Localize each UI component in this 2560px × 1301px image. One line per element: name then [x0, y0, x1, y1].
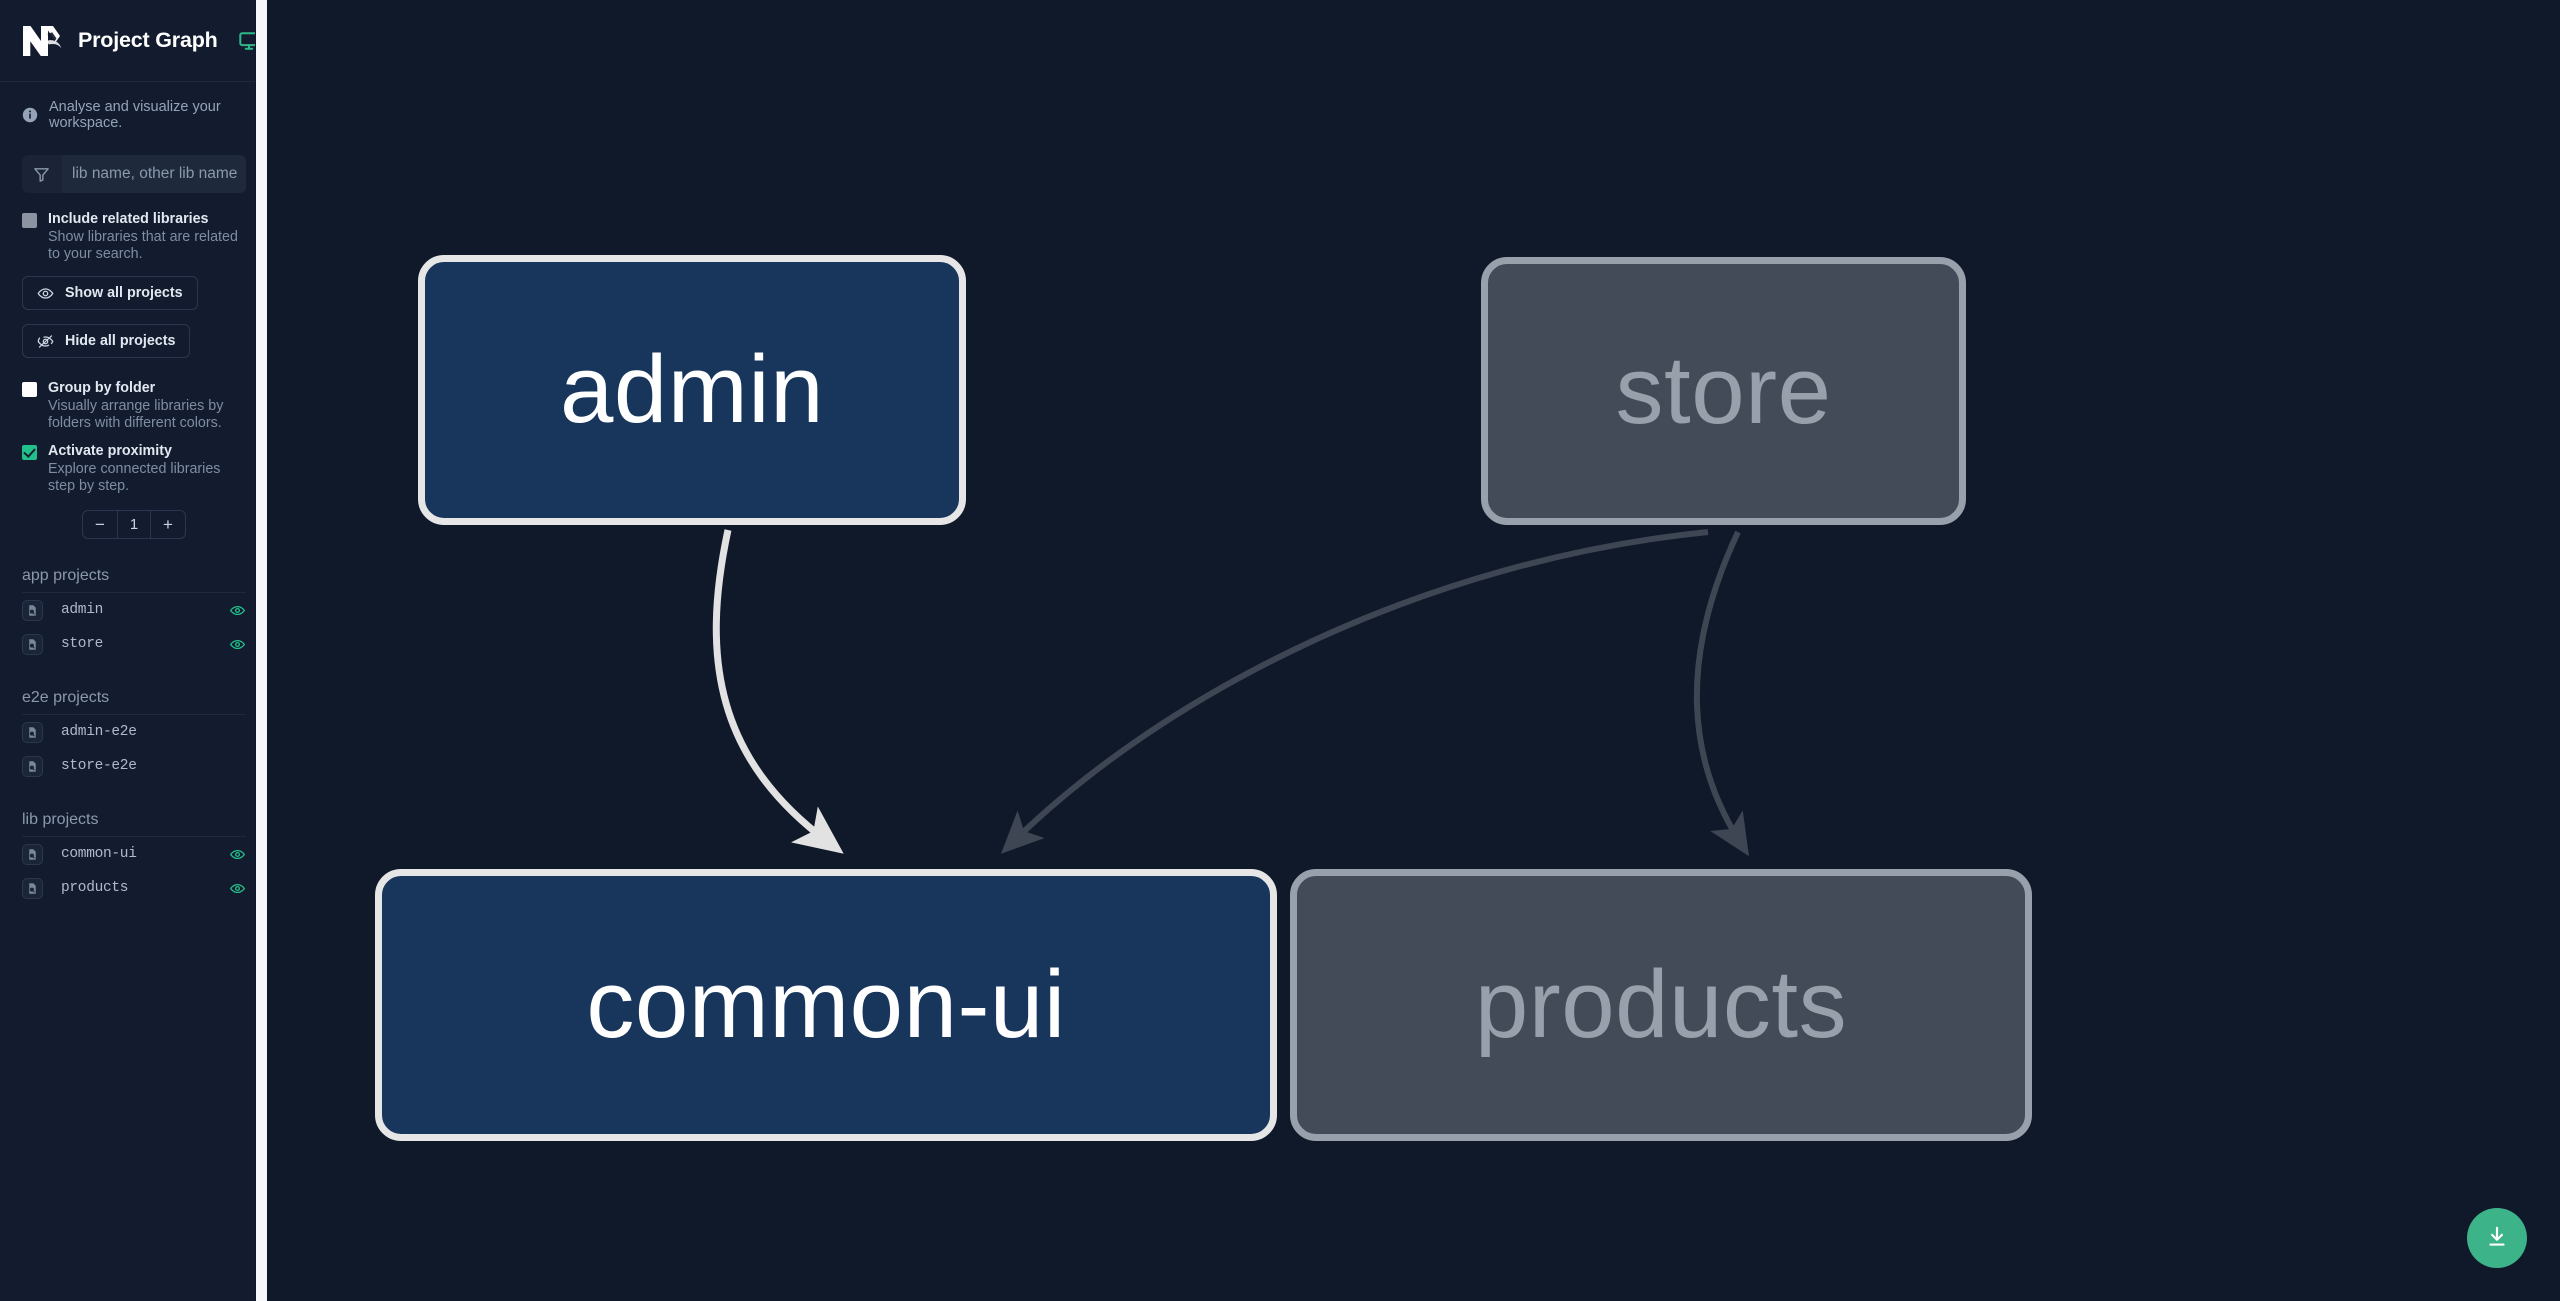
group-app-projects: app projects admin — [0, 567, 268, 661]
project-file-icon — [22, 721, 43, 743]
search-bar[interactable] — [22, 155, 246, 193]
project-row-store-e2e[interactable]: store-e2e — [0, 749, 268, 783]
eye-icon — [37, 285, 54, 302]
project-file-icon — [22, 843, 43, 865]
proximity-increment-button[interactable]: + — [151, 511, 185, 538]
project-row-common-ui[interactable]: common-ui — [0, 837, 268, 871]
download-icon — [2484, 1224, 2510, 1253]
edge-store-to-products — [1693, 530, 1749, 857]
filter-funnel-icon — [33, 166, 50, 183]
page-title: Project Graph — [78, 28, 218, 52]
project-name: common-ui — [61, 846, 137, 862]
divider — [22, 714, 246, 715]
eye-off-icon — [37, 333, 54, 350]
group-by-folder-checkbox[interactable] — [22, 382, 37, 397]
project-file-icon — [22, 633, 43, 655]
include-related-libraries-checkbox[interactable] — [22, 213, 37, 228]
sidebar: Project Graph Analyse and visualize your… — [0, 0, 268, 1301]
proximity-stepper: − 1 + — [22, 510, 246, 539]
edge-admin-to-common-ui — [712, 529, 844, 854]
eye-icon[interactable] — [229, 846, 246, 863]
graph-node-label: store — [1615, 337, 1832, 444]
edge-store-to-common-ui — [1001, 529, 1709, 854]
group-by-folder-label: Group by folder — [48, 380, 156, 396]
graph-node-admin[interactable]: admin — [418, 255, 966, 525]
project-row-products[interactable]: products — [0, 871, 268, 905]
sidebar-scrollbar[interactable] — [255, 0, 268, 1301]
graph-node-label: products — [1474, 951, 1848, 1058]
project-file-icon — [22, 599, 43, 621]
group-lib-projects-title: lib projects — [22, 811, 99, 828]
search-input[interactable] — [62, 155, 246, 193]
eye-icon[interactable] — [229, 636, 246, 653]
eye-icon[interactable] — [229, 880, 246, 897]
graph-node-label: admin — [560, 336, 824, 443]
project-file-icon — [22, 755, 43, 777]
proximity-value: 1 — [117, 511, 151, 538]
divider — [22, 836, 246, 837]
hide-all-projects-label: Hide all projects — [65, 333, 176, 349]
divider — [22, 592, 246, 593]
download-graph-button[interactable] — [2467, 1208, 2527, 1268]
group-e2e-projects: e2e projects admin-e2e — [0, 689, 268, 783]
sidebar-scrollbar-thumb[interactable] — [256, 0, 267, 1301]
activate-proximity-description: Explore connected libraries step by step… — [48, 461, 221, 494]
graph-node-common-ui[interactable]: common-ui — [375, 869, 1277, 1141]
activate-proximity-checkbox[interactable] — [22, 445, 37, 460]
group-app-projects-title: app projects — [22, 567, 110, 584]
graph-edges — [712, 529, 1749, 857]
project-row-admin[interactable]: admin — [0, 593, 268, 627]
project-name: store-e2e — [61, 758, 137, 774]
nx-logo-icon — [22, 22, 64, 60]
project-name: admin — [61, 602, 104, 618]
include-related-libraries-label: Include related libraries — [48, 211, 209, 227]
sidebar-tagline: Analyse and visualize your workspace. — [0, 82, 268, 131]
project-row-store[interactable]: store — [0, 627, 268, 661]
project-name: products — [61, 880, 129, 896]
option-group-by-folder[interactable]: Group by folder Visually arrange librari… — [0, 358, 268, 431]
project-name: admin-e2e — [61, 724, 137, 740]
option-activate-proximity[interactable]: Activate proximity Explore connected lib… — [0, 431, 268, 494]
show-all-projects-label: Show all projects — [65, 285, 183, 301]
show-all-projects-button[interactable]: Show all projects — [22, 276, 198, 310]
graph-canvas[interactable]: admin store common-ui products — [268, 0, 2560, 1301]
project-row-admin-e2e[interactable]: admin-e2e — [0, 715, 268, 749]
hide-all-projects-button[interactable]: Hide all projects — [22, 324, 191, 358]
graph-node-products[interactable]: products — [1290, 869, 2032, 1141]
group-by-folder-description: Visually arrange libraries by folders wi… — [48, 398, 224, 431]
project-name: store — [61, 636, 104, 652]
sidebar-tagline-text: Analyse and visualize your workspace. — [49, 99, 221, 131]
proximity-decrement-button[interactable]: − — [83, 511, 117, 538]
option-include-related-libraries[interactable]: Include related libraries Show libraries… — [0, 193, 268, 262]
include-related-libraries-description: Show libraries that are related to your … — [48, 229, 238, 262]
eye-icon[interactable] — [229, 602, 246, 619]
graph-node-label: common-ui — [586, 951, 1066, 1058]
graph-node-store[interactable]: store — [1481, 257, 1966, 525]
group-lib-projects: lib projects common-ui — [0, 811, 268, 905]
group-e2e-projects-title: e2e projects — [22, 689, 110, 706]
info-icon — [22, 107, 38, 123]
sidebar-header: Project Graph — [0, 0, 268, 82]
project-file-icon — [22, 877, 43, 899]
activate-proximity-label: Activate proximity — [48, 443, 172, 459]
